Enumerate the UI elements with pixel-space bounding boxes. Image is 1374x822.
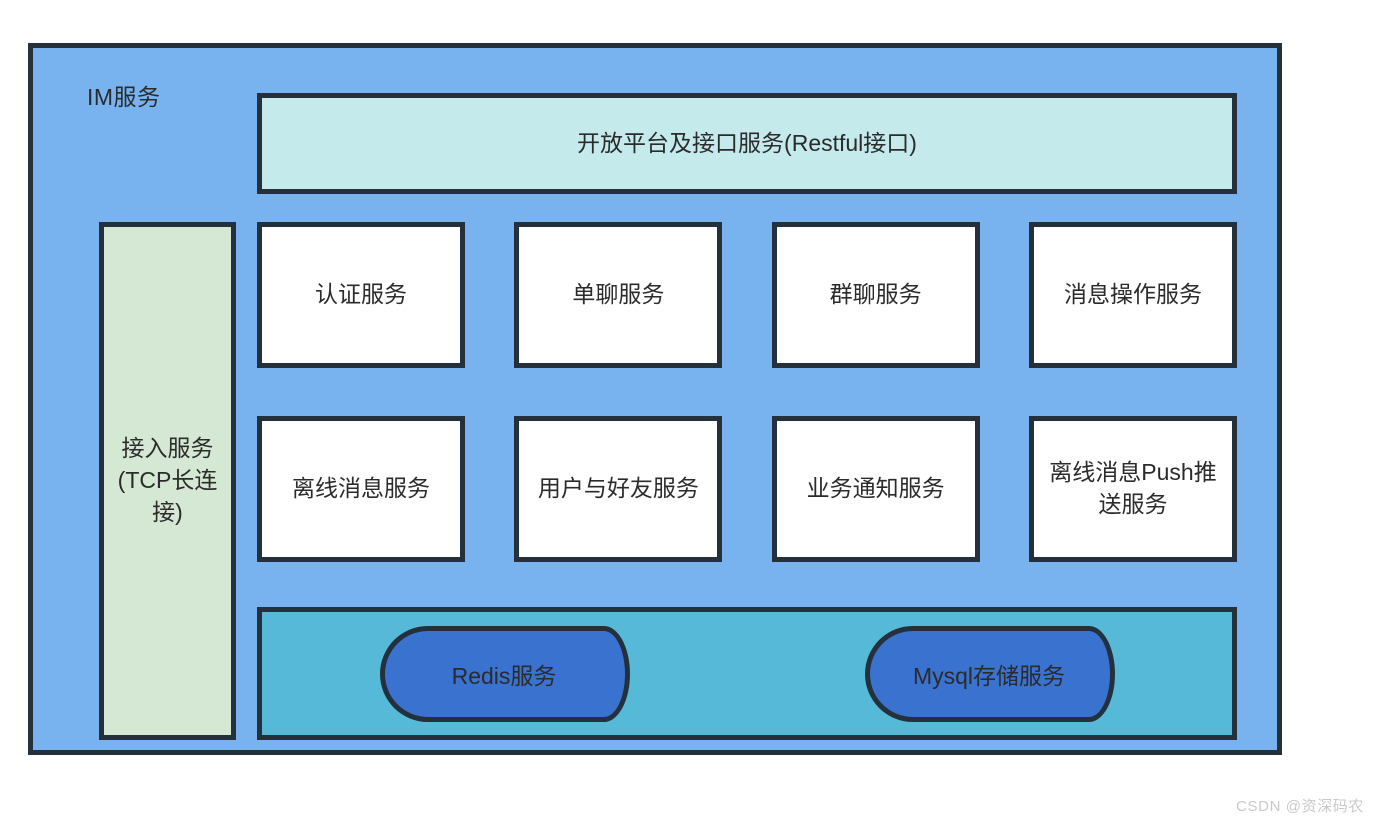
- open-platform-api-label: 开放平台及接口服务(Restful接口): [577, 129, 917, 156]
- watermark: CSDN @资深码农: [1236, 798, 1364, 815]
- database-cylinder-redis[interactable]: Redis服务: [379, 625, 630, 722]
- access-service-box[interactable]: 接入服务(TCP长连接): [99, 222, 236, 740]
- service-box-offline-push-label: 离线消息Push推送服务: [1049, 459, 1217, 517]
- cylinder-body-icon: Mysql存储服务: [864, 625, 1089, 722]
- service-box-user-friend[interactable]: 用户与好友服务: [514, 416, 723, 562]
- access-service-label: 接入服务(TCP长连接): [117, 435, 218, 525]
- service-box-group-chat-label: 群聊服务: [829, 281, 922, 308]
- service-box-single-chat-label: 单聊服务: [572, 281, 665, 308]
- service-box-message-operation[interactable]: 消息操作服务: [1028, 222, 1237, 368]
- service-box-offline-push[interactable]: 离线消息Push推送服务: [1028, 416, 1237, 562]
- service-row-1: 认证服务 单聊服务 群聊服务 消息操作服务: [257, 222, 1237, 368]
- service-box-group-chat[interactable]: 群聊服务: [771, 222, 980, 368]
- service-box-message-operation-label: 消息操作服务: [1063, 281, 1202, 308]
- database-cylinder-redis-label: Redis服务: [451, 662, 557, 689]
- service-box-user-friend-label: 用户与好友服务: [537, 475, 699, 502]
- storage-layer-bar: Redis服务 Mysql存储服务: [257, 607, 1237, 740]
- page-title: IM服务: [87, 84, 161, 110]
- service-box-business-notification-label: 业务通知服务: [806, 475, 945, 502]
- service-row-2: 离线消息服务 用户与好友服务 业务通知服务 离线消息Push推送服务: [257, 416, 1237, 562]
- database-cylinder-mysql-label: Mysql存储服务: [912, 662, 1066, 689]
- service-box-single-chat[interactable]: 单聊服务: [514, 222, 723, 368]
- service-box-auth[interactable]: 认证服务: [257, 222, 465, 368]
- open-platform-api-box[interactable]: 开放平台及接口服务(Restful接口): [257, 93, 1237, 194]
- service-box-business-notification[interactable]: 业务通知服务: [771, 416, 980, 562]
- service-box-offline-message-label: 离线消息服务: [292, 475, 430, 502]
- cylinder-body-icon: Redis服务: [379, 625, 604, 722]
- im-service-container: IM服务 开放平台及接口服务(Restful接口) 接入服务(TCP长连接) 认…: [28, 43, 1282, 755]
- database-cylinder-mysql[interactable]: Mysql存储服务: [864, 625, 1115, 722]
- service-box-offline-message[interactable]: 离线消息服务: [257, 416, 465, 562]
- service-box-auth-label: 认证服务: [315, 281, 407, 308]
